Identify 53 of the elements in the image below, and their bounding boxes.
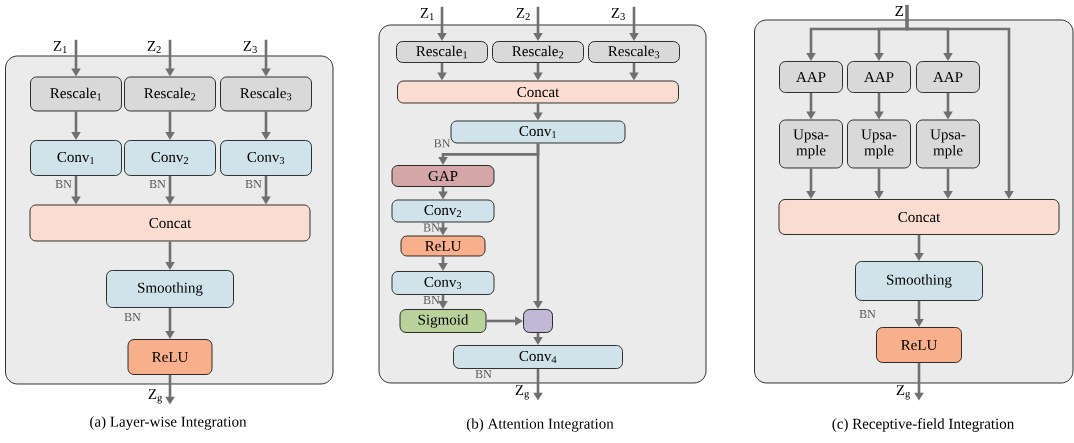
layer-box: Sigmoid [399, 309, 487, 333]
operation-box [523, 309, 553, 333]
edge-label: BN [245, 180, 262, 188]
panel-title: (c) Receptive-field Integration [832, 418, 1014, 432]
input-label: Z$_{2}$ [147, 41, 161, 53]
layer-box: Rescale$_{3}$ [220, 76, 312, 112]
edge-label: BN [859, 310, 876, 318]
layer-box: Upsa- mple [916, 119, 980, 169]
panel-title: (a) Layer-wise Integration [90, 416, 247, 430]
panel-title: (b) Attention Integration [466, 418, 614, 432]
layer-box: Conv$_{3}$ [391, 271, 495, 295]
layer-box: ReLU [127, 339, 213, 375]
edge-label: BN [55, 180, 72, 188]
layer-box: ReLU [876, 327, 962, 363]
input-label: Z$_{1}$ [53, 41, 67, 53]
layer-box: Conv$_{1}$ [30, 140, 122, 176]
layer-box: Upsa- mple [847, 119, 911, 169]
layer-box: Upsa- mple [779, 119, 843, 169]
edge-label: BN [434, 139, 451, 148]
layer-box: Conv$_{2}$ [124, 140, 216, 176]
layer-box: Rescale$_{3}$ [588, 41, 680, 63]
layer-box: Rescale$_{1}$ [396, 41, 488, 63]
edge-label: BN [149, 180, 166, 188]
layer-box: AAP [847, 61, 911, 93]
layer-box: ReLU [400, 235, 486, 257]
input-label: Z$_{3}$ [243, 40, 257, 54]
layer-box: Conv$_{2}$ [391, 199, 495, 223]
edge-label: BN [423, 296, 440, 304]
edge-label: BN [475, 370, 492, 378]
arrow [905, 4, 1014, 199]
layer-box: Rescale$_{1}$ [30, 76, 122, 112]
output-label: Z$_{g}$ [148, 389, 163, 404]
edge-label: BN [124, 313, 141, 321]
edge-label: BN [423, 223, 440, 232]
layer-box: Concat [397, 80, 679, 104]
output-label: Z$_{g}$ [515, 385, 530, 400]
layer-box: Concat [778, 199, 1060, 235]
layer-box: Conv$_{4}$ [453, 345, 623, 369]
layer-box: Rescale$_{2}$ [124, 76, 216, 112]
layer-box: Conv$_{3}$ [220, 140, 312, 176]
layer-box: Rescale$_{2}$ [492, 41, 584, 63]
layer-box: Smoothing [106, 270, 234, 308]
input-label: Z$_{3}$ [611, 7, 625, 21]
layer-box: GAP [391, 165, 495, 187]
input-label: Z$_{2}$ [516, 8, 530, 20]
input-label: Z [895, 6, 903, 16]
input-label: Z$_{1}$ [420, 8, 434, 20]
layer-box: Smoothing [855, 261, 983, 301]
layer-box: AAP [779, 61, 843, 93]
output-label: Z$_{g}$ [896, 385, 911, 400]
layer-box: AAP [916, 61, 980, 93]
layer-box: Concat [29, 204, 311, 242]
layer-box: Conv$_{1}$ [450, 120, 626, 144]
